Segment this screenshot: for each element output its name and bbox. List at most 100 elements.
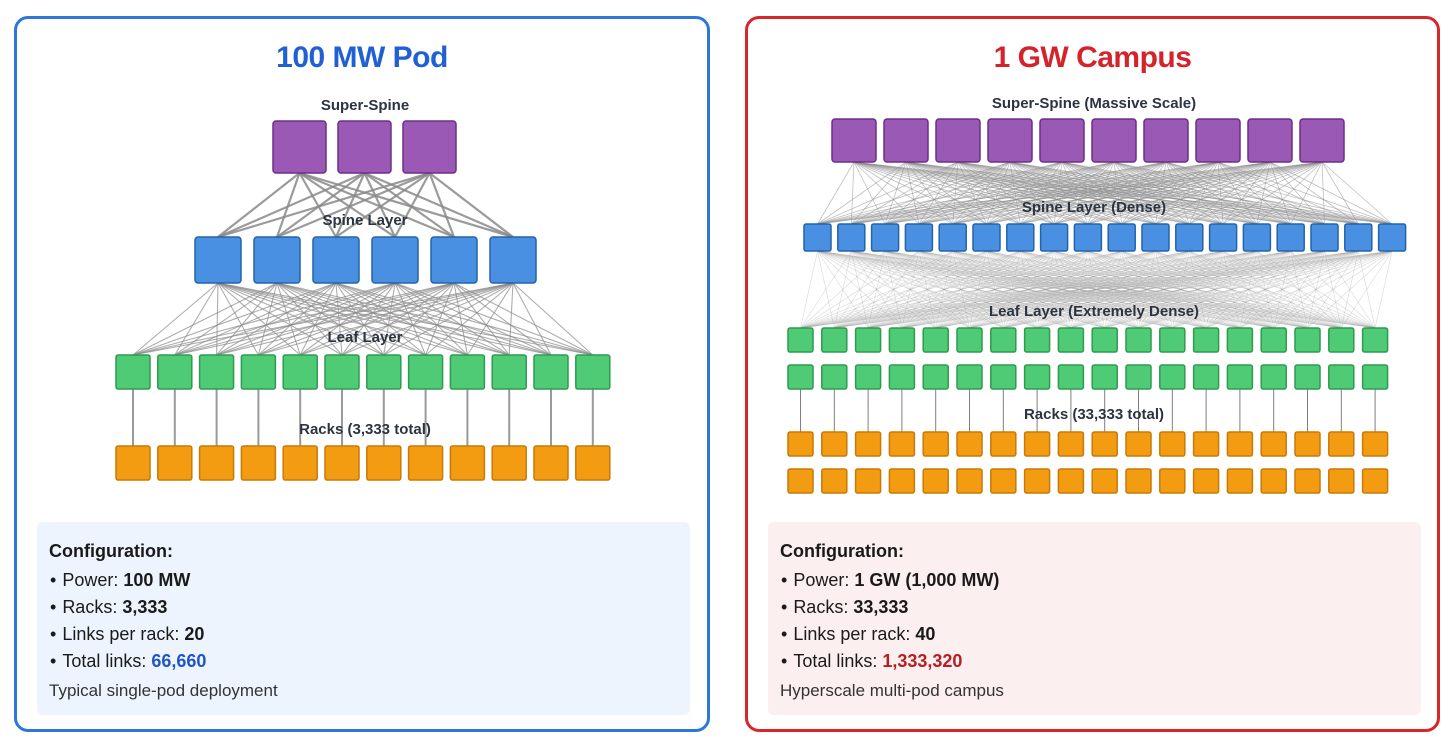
network-link [217,282,343,356]
network-link [1165,161,1258,225]
leaf-switch [854,327,882,353]
network-link [383,282,455,356]
network-link [1121,250,1173,329]
network-link [1054,161,1323,225]
network-link [334,172,366,238]
network-link [512,282,594,356]
network-link [851,250,970,329]
network-link [1189,250,1207,329]
spine-switch [1344,223,1373,252]
network-link [1113,161,1258,225]
network-link [1036,250,1122,329]
network-link [1020,161,1271,225]
configuration-box: Configuration: •Power: 1 GW (1,000 MW) •… [768,522,1421,715]
spine-switch [1073,223,1103,252]
network-link [800,250,1359,329]
network-link [868,250,1122,329]
network-link [800,250,1393,329]
rack [922,431,949,457]
network-link [817,250,1240,329]
super-spine-switch [1143,118,1189,163]
network-link [817,161,1271,225]
network-link [1053,250,1241,329]
network-link [1104,250,1359,329]
network-link [952,250,1038,329]
network-link [969,250,1190,329]
network-link [276,282,385,356]
network-link [1222,250,1308,329]
network-link [952,161,1271,225]
network-link [851,250,1376,329]
network-link [1307,250,1325,329]
network-link [918,250,1240,329]
network-link [1155,250,1376,329]
network-link [918,250,1038,329]
config-value: 40 [915,624,936,644]
network-link [1003,250,1122,329]
rack [366,445,402,481]
network-link [1321,161,1325,225]
spine-switch [1377,223,1407,252]
network-link [918,250,1105,329]
network-link [1009,161,1156,225]
network-link [851,250,1308,329]
rack [821,468,848,494]
rack [1192,468,1220,494]
network-link [1070,250,1190,329]
network-link [957,161,1055,225]
leaf-switch [1057,364,1085,390]
rack [990,431,1017,457]
spine-switch [430,236,478,284]
network-link [1205,250,1258,329]
campus-panel: 1 GW Campus Super-Spine (Massive Scale) … [745,16,1440,732]
network-link [885,250,1105,329]
network-link [1189,161,1323,225]
leaf-switch [1091,364,1118,390]
network-link [132,282,278,356]
network-link [1053,250,1105,329]
leaf-switch [1192,364,1220,390]
network-link [299,171,514,239]
configuration-heading: Configuration: [49,541,173,561]
network-link [905,161,1156,225]
network-link [1087,250,1342,329]
network-link [905,161,1055,225]
network-link [1037,250,1257,329]
network-link [1189,250,1274,329]
network-link [905,161,1257,225]
network-link [1036,250,1190,329]
network-link [1290,250,1342,329]
spine-switch [803,223,832,252]
spine-switch [1039,223,1069,252]
network-link [918,250,1173,329]
network-link [217,171,365,239]
network-link [1036,250,1156,329]
network-link [1070,250,1224,329]
network-link [174,282,337,356]
network-link [817,161,855,225]
leaf-switch [1361,364,1389,390]
network-link [853,161,1190,225]
spine-switch [253,236,301,284]
network-link [851,250,1038,329]
network-link [952,250,1274,329]
leaf-switch [1091,327,1118,353]
network-link [1121,250,1342,329]
network-link [1155,250,1308,329]
network-link [834,250,953,329]
network-link [905,161,987,225]
network-link [1205,250,1393,329]
network-link [1003,250,1359,329]
network-topology-diagram: Super-Spine (Massive Scale) Spine Layer … [787,95,1407,494]
network-link [853,161,886,225]
network-link [1020,250,1105,329]
network-link [885,161,1323,225]
network-link [918,250,1308,329]
rack [854,468,882,494]
leaf-switch [821,364,848,390]
network-link [918,250,1072,329]
leaf-layer-label: Leaf Layer (Extremely Dense) [989,303,1199,320]
network-link [935,250,1325,329]
network-link [1070,250,1156,329]
network-link [885,250,1308,329]
